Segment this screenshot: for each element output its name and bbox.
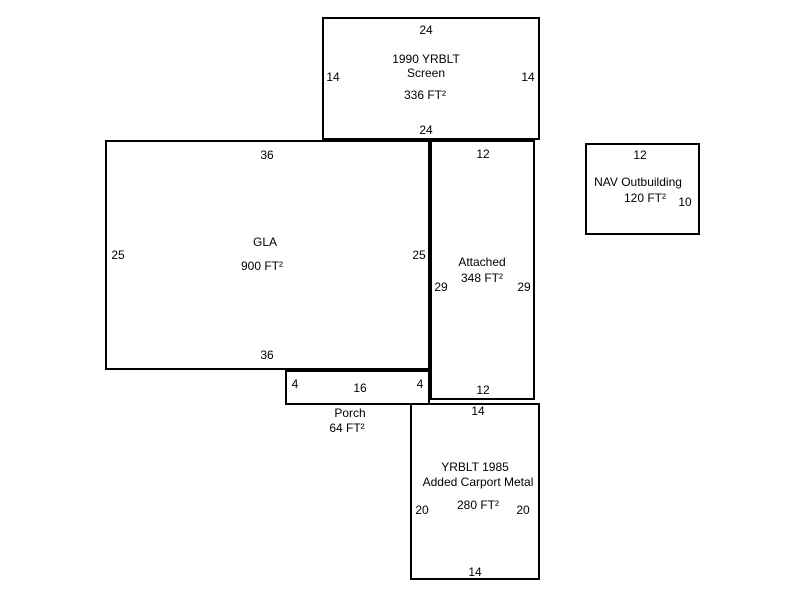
attached-dim-bottom: 12 — [476, 383, 490, 397]
gla-dim-left: 25 — [111, 248, 125, 262]
gla-dim-bottom: 36 — [260, 348, 274, 362]
carport-outline — [410, 403, 540, 580]
screen-name-line1: 1990 YRBLT — [392, 52, 460, 66]
screen-dim-right: 14 — [521, 70, 535, 84]
attached-area: 348 FT² — [460, 271, 504, 285]
gla-outline — [105, 140, 430, 370]
carport-name-line2: Added Carport Metal — [422, 475, 534, 489]
gla-dim-right: 25 — [412, 248, 426, 262]
gla-name: GLA — [252, 235, 278, 249]
attached-name: Attached — [458, 255, 506, 269]
carport-dim-right: 20 — [516, 503, 530, 517]
carport-dim-left: 20 — [415, 503, 429, 517]
nav-outbuilding-area: 120 FT² — [623, 191, 667, 205]
gla-dim-top: 36 — [260, 148, 274, 162]
carport-dim-bottom: 14 — [468, 565, 482, 579]
carport-dim-top: 14 — [471, 404, 485, 418]
attached-outline — [430, 140, 535, 400]
nav-outbuilding-outline — [585, 143, 700, 235]
nav-outbuilding-dim-top: 12 — [633, 148, 647, 162]
attached-dim-top: 12 — [476, 147, 490, 161]
porch-name: Porch — [334, 406, 366, 420]
carport-name-line1: YRBLT 1985 — [441, 460, 509, 474]
screen-dim-top: 24 — [419, 23, 433, 37]
screen-dim-left: 14 — [326, 70, 340, 84]
nav-outbuilding-name: NAV Outbuilding — [594, 175, 682, 189]
screen-building-outline — [322, 17, 540, 140]
screen-dim-bottom: 24 — [419, 123, 433, 137]
carport-area: 280 FT² — [456, 498, 500, 512]
attached-dim-left: 29 — [434, 280, 448, 294]
porch-dim-left: 4 — [291, 377, 299, 391]
screen-area: 336 FT² — [403, 88, 447, 102]
porch-outline — [285, 370, 430, 405]
porch-area: 64 FT² — [329, 421, 365, 435]
porch-dim-right: 4 — [416, 377, 424, 391]
porch-dim-top: 16 — [353, 381, 367, 395]
attached-dim-right: 29 — [517, 280, 531, 294]
screen-name-line2: Screen — [406, 66, 446, 80]
gla-area: 900 FT² — [240, 259, 284, 273]
nav-outbuilding-dim-right: 10 — [678, 195, 692, 209]
